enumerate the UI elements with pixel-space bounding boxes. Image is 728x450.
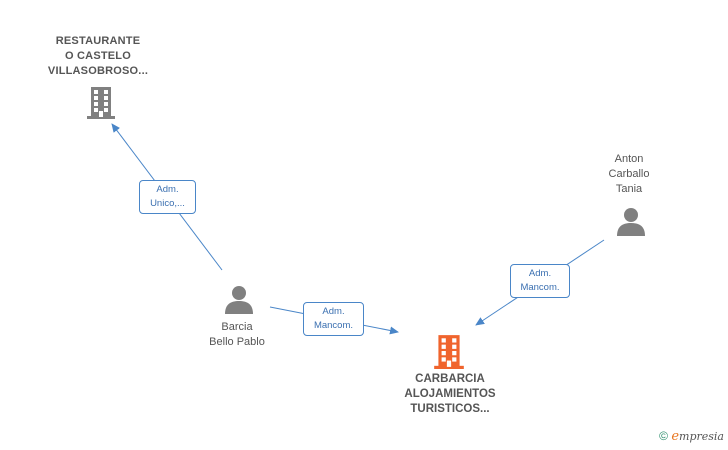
edge-label-adm-mancom[interactable]: Adm. Mancom. xyxy=(510,264,570,298)
node-label: CARBARCIA ALOJAMIENTOS TURISTICOS... xyxy=(404,373,496,415)
copyright-icon: © xyxy=(659,429,668,443)
edge-label-adm-mancom[interactable]: Adm. Mancom. xyxy=(303,302,364,336)
node-label: RESTAURANTE O CASTELO VILLASOBROSO... xyxy=(47,35,149,77)
node-anton-carballo-tania[interactable]: Anton Carballo Tania xyxy=(584,152,674,197)
building-icon-highlighted xyxy=(434,335,464,369)
person-icon xyxy=(225,286,253,314)
node-barcia-bello-pablo[interactable]: Barcia Bello Pablo xyxy=(187,320,287,350)
node-label: Anton Carballo Tania xyxy=(608,153,650,195)
node-label: Barcia Bello Pablo xyxy=(209,321,265,348)
person-icon xyxy=(617,208,645,236)
node-restaurante-o-castelo[interactable]: RESTAURANTE O CASTELO VILLASOBROSO... xyxy=(38,34,158,79)
node-carbarcia-alojamientos[interactable]: CARBARCIA ALOJAMIENTOS TURISTICOS... xyxy=(380,372,520,417)
edge-label-adm-unico[interactable]: Adm. Unico,... xyxy=(139,180,196,214)
building-icon xyxy=(87,87,115,119)
brand-rest: mpresia xyxy=(679,430,724,443)
empresia-watermark: © empresia xyxy=(659,429,724,444)
brand-initial: e xyxy=(671,429,680,444)
